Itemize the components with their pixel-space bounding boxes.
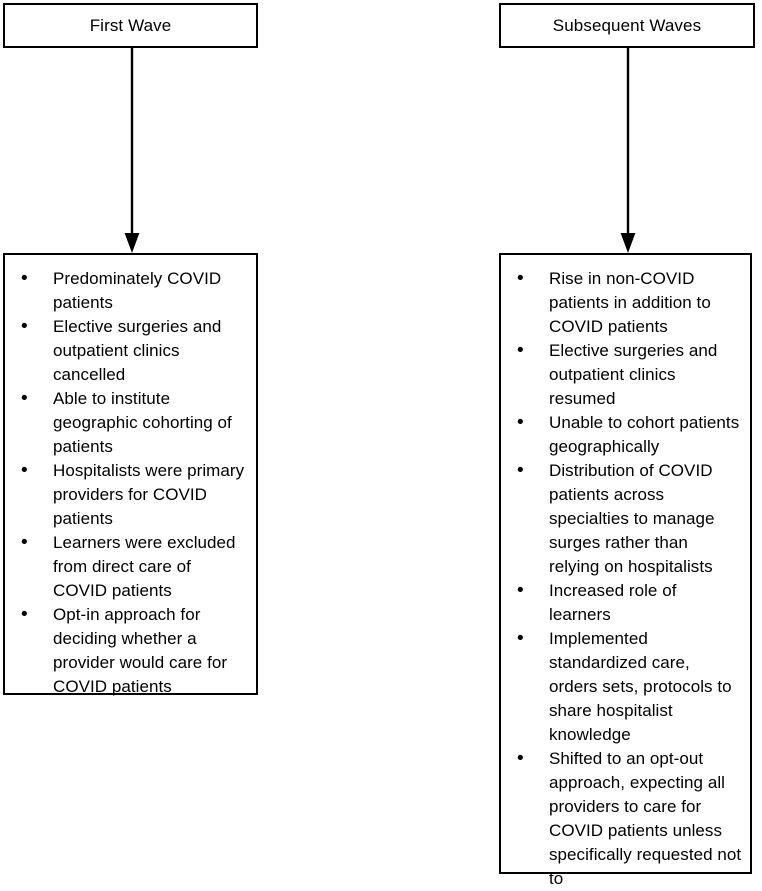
list-item: • Hospitalists were primary providers fo… [5,459,248,531]
list-item-text: Hospitalists were primary providers for … [53,461,245,528]
bullet-list-first-wave: • Predominately COVID patients • Electiv… [5,255,256,699]
downward-arrow-first-wave [124,48,140,253]
bullet-list-subsequent-waves: • Rise in non-COVID patients in addition… [501,255,750,891]
list-item-text: Learners were excluded from direct care … [53,533,236,600]
bullet-icon: • [517,268,524,289]
header-box-subsequent-waves: Subsequent Waves [499,3,755,48]
list-item-text: Distribution of COVID patients across sp… [549,461,715,576]
bullet-icon: • [517,340,524,361]
list-item: • Elective surgeries and outpatient clin… [5,315,248,387]
bullet-icon: • [21,388,28,409]
list-item: • Distribution of COVID patients across … [501,459,742,579]
list-item-text: Rise in non-COVID patients in addition t… [549,269,711,336]
bullet-icon: • [517,580,524,601]
downward-arrow-subsequent-waves [620,48,636,253]
list-item-text: Elective surgeries and outpatient clinic… [53,317,222,384]
list-item: • Increased role of learners [501,579,742,627]
list-item: • Able to institute geographic cohorting… [5,387,248,459]
list-item-text: Shifted to an opt-out approach, expectin… [549,749,742,888]
list-item-text: Opt-in approach for deciding whether a p… [53,605,228,696]
header-label-first-wave: First Wave [89,15,172,35]
header-label-subsequent-waves: Subsequent Waves [552,15,702,35]
list-item: • Opt-in approach for deciding whether a… [5,603,248,699]
content-box-subsequent-waves: • Rise in non-COVID patients in addition… [499,253,752,888]
list-item-text: Able to institute geographic cohorting o… [53,389,232,456]
bullet-icon: • [21,268,28,289]
bullet-icon: • [517,628,524,649]
list-item-text: Unable to cohort patients geographically [549,413,740,456]
list-item-text: Implemented standardized care, orders se… [549,629,732,744]
content-box-first-wave: • Predominately COVID patients • Electiv… [3,253,258,696]
bullet-icon: • [21,604,28,625]
list-item: • Rise in non-COVID patients in addition… [501,267,742,339]
list-item: • Shifted to an opt-out approach, expect… [501,747,742,891]
list-item-text: Predominately COVID patients [53,269,222,312]
bullet-icon: • [517,460,524,481]
list-item: • Predominately COVID patients [5,267,248,315]
list-item-text: Increased role of learners [549,581,677,624]
list-item: • Learners were excluded from direct car… [5,531,248,603]
list-item: • Implemented standardized care, orders … [501,627,742,747]
bullet-icon: • [517,412,524,433]
bullet-icon: • [517,748,524,769]
bullet-icon: • [21,532,28,553]
list-item-text: Elective surgeries and outpatient clinic… [549,341,718,408]
header-box-first-wave: First Wave [3,3,258,48]
bullet-icon: • [21,460,28,481]
list-item: • Unable to cohort patients geographical… [501,411,742,459]
list-item: • Elective surgeries and outpatient clin… [501,339,742,411]
bullet-icon: • [21,316,28,337]
